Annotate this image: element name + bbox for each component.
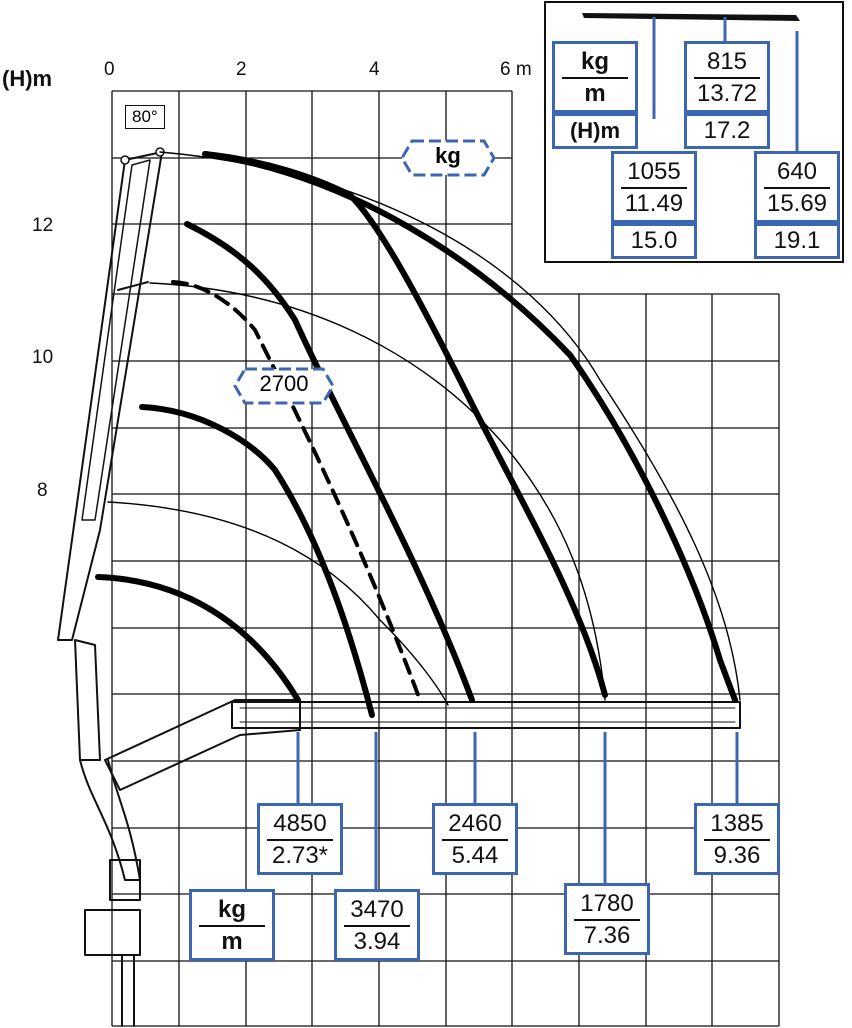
y-axis-unit: (H)m — [2, 66, 53, 91]
inset-height-19-1: 19.1 — [754, 223, 840, 259]
load-m: 11.49 — [624, 190, 684, 217]
load-m: 2.73* — [271, 842, 329, 869]
fraction-bar — [704, 839, 770, 841]
load-m: 9.36 — [713, 842, 761, 869]
inset-height-17-2: 17.2 — [684, 113, 770, 149]
leader-lines — [296, 732, 739, 889]
fraction-bar — [442, 839, 508, 841]
x-tick-4: 4 — [369, 59, 380, 80]
fraction-bar — [764, 187, 830, 189]
load-curve-outer-b — [202, 151, 738, 703]
fraction-bar — [562, 77, 628, 79]
column-upper — [74, 639, 101, 761]
grid — [111, 90, 780, 1027]
envelope-arc-1 — [149, 282, 606, 701]
load-m: 15.69 — [766, 190, 828, 217]
load-kg: 1055 — [627, 158, 681, 185]
load-kg: 1385 — [710, 810, 764, 837]
y-tick-10: 10 — [32, 347, 54, 368]
load-m: 13.72 — [696, 80, 758, 107]
fraction-bar — [574, 919, 640, 921]
kg-hex-text: kg — [435, 143, 461, 168]
inset-legend-kg-m: kg m — [552, 41, 638, 113]
dashed-load-hex-label — [233, 367, 335, 405]
load-curve-1 — [95, 574, 301, 703]
boom-outer — [57, 151, 163, 641]
load-m: 7.36 — [583, 922, 631, 949]
inset-load-1055: 1055 11.49 — [611, 151, 697, 223]
load-kg: 2460 — [448, 810, 502, 837]
load-label-1385: 1385 9.36 — [694, 803, 780, 875]
y-tick-12: 12 — [32, 215, 54, 236]
legend-m: m — [221, 928, 243, 955]
y-tick-8: 8 — [37, 480, 48, 501]
legend-m: m — [584, 80, 606, 107]
inset-legend-height: (H)m — [552, 113, 638, 149]
base-motor — [109, 859, 141, 901]
inset-load-815: 815 13.72 — [684, 41, 770, 113]
fraction-bar — [694, 77, 760, 79]
inset-drawing — [582, 13, 800, 155]
kg-hex-label — [400, 139, 496, 177]
load-label-3470: 3470 3.94 — [334, 889, 420, 961]
load-label-4850: 4850 2.73* — [257, 803, 343, 875]
load-curve-3 — [184, 221, 475, 703]
load-label-1780: 1780 7.36 — [564, 883, 650, 955]
fraction-bar — [267, 839, 333, 841]
boom-inner — [81, 159, 151, 521]
load-label-2460: 2460 5.44 — [432, 803, 518, 875]
boom-tip — [120, 155, 130, 165]
outer-boom-detail — [239, 707, 736, 723]
load-m: 5.44 — [451, 842, 499, 869]
extension-inset: kg m (H)m 815 13.72 17.2 1055 11.49 15.0 64… — [544, 1, 844, 263]
envelope-arc-3 — [107, 501, 449, 706]
legend-kg: kg — [217, 896, 246, 923]
inner-boom — [104, 699, 301, 791]
dashed-load-hex-text: 2700 — [259, 371, 309, 396]
legend-kg: kg — [580, 48, 609, 75]
fraction-bar — [621, 187, 687, 189]
load-curve-2 — [139, 404, 375, 718]
inset-height-15-0: 15.0 — [611, 223, 697, 259]
legend-kg-m: kg m — [189, 889, 275, 961]
base-valve — [84, 909, 141, 956]
load-kg: 815 — [706, 48, 748, 75]
outer-boom — [231, 701, 741, 729]
load-kg: 3470 — [350, 896, 404, 923]
base-leg — [121, 954, 135, 1027]
load-curve-dashed — [171, 280, 422, 702]
x-tick-0: 0 — [104, 59, 115, 80]
fraction-bar — [344, 925, 410, 927]
x-tick-2: 2 — [236, 59, 247, 80]
column-lower — [79, 759, 141, 881]
load-curves — [95, 151, 741, 718]
load-kg: 1780 — [580, 890, 634, 917]
x-tick-6: 6 m — [500, 59, 532, 80]
boom-joint — [117, 281, 149, 291]
boom-angle-label: 80° — [125, 105, 165, 129]
load-kg: 640 — [776, 158, 818, 185]
load-kg: 4850 — [273, 810, 327, 837]
inset-load-640: 640 15.69 — [754, 151, 840, 223]
crane-drawing — [57, 147, 741, 1027]
fraction-bar — [199, 925, 265, 927]
envelope-arc-2 — [159, 151, 741, 701]
load-m: 3.94 — [353, 928, 401, 955]
